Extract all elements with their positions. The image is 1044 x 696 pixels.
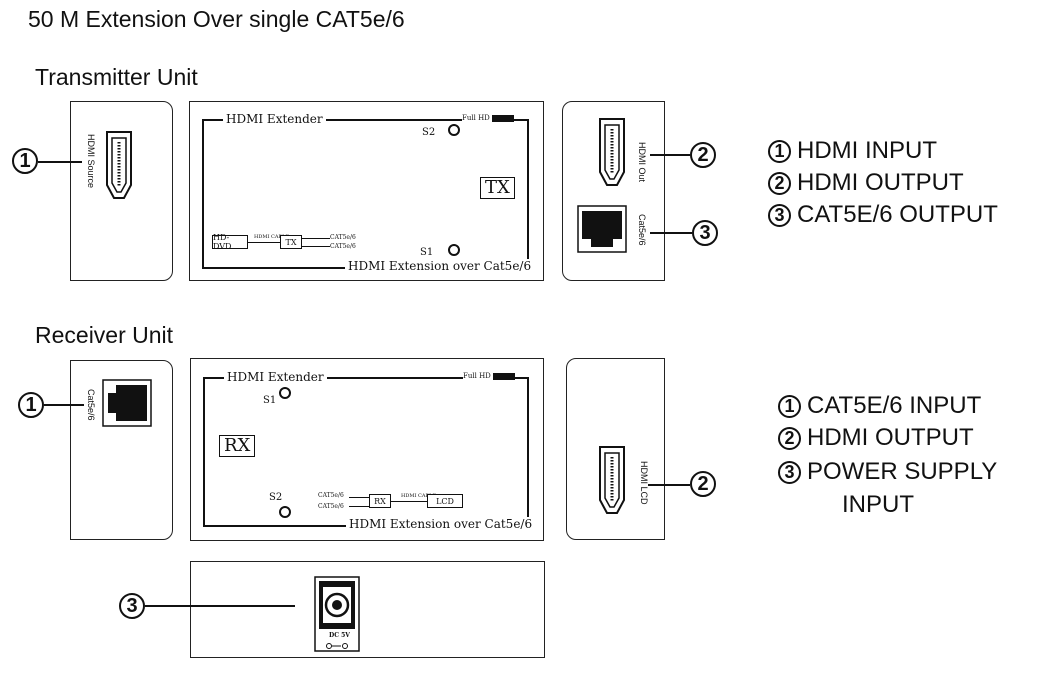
dc-power-jack-icon bbox=[314, 576, 360, 652]
hdmi-port-icon bbox=[599, 118, 625, 186]
rx-badge: RX bbox=[219, 435, 256, 457]
rx-left-panel: Cat5e/6 bbox=[70, 360, 173, 540]
tx-callout-2: 2 bbox=[690, 142, 716, 168]
rj45-port-icon bbox=[102, 379, 152, 427]
rx-callout-2: 2 bbox=[690, 471, 716, 497]
rx-callout-1: 1 bbox=[18, 392, 44, 418]
rx-callout-1-line bbox=[44, 404, 84, 406]
legend-number: 2 bbox=[768, 171, 791, 195]
tx-center-panel: HDMI Extender Full HD S2 TX S1 HD-DVD HD… bbox=[189, 101, 544, 281]
rx-left-port-label: Cat5e/6 bbox=[86, 389, 96, 421]
legend-number: 3 bbox=[778, 460, 801, 484]
tx-callout-2-line bbox=[650, 154, 690, 156]
tx-full-hd-text: Full HD bbox=[462, 114, 490, 122]
rx-s2-hole bbox=[279, 506, 291, 518]
diagram-title: 50 M Extension Over single CAT5e/6 bbox=[28, 6, 405, 32]
rx-legend-item: 1 CAT5E/6 INPUT bbox=[778, 392, 981, 420]
rx-right-panel: HDMI LCD bbox=[566, 358, 665, 540]
rx-legend-item: 2 HDMI OUTPUT bbox=[778, 424, 974, 452]
rx-flow-line-a bbox=[349, 497, 369, 498]
rx-callout-3-line bbox=[145, 605, 295, 607]
rx-flow-cable: HDMI CABLE bbox=[401, 493, 437, 499]
rx-legend-item: INPUT bbox=[842, 491, 914, 519]
hdmi-port-icon bbox=[599, 446, 625, 514]
rx-flow-in2: CAT5e/6 bbox=[318, 503, 344, 510]
rx-legend-item: 3 POWER SUPPLY bbox=[778, 458, 997, 486]
rx-callout-3: 3 bbox=[119, 593, 145, 619]
tx-callout-3: 3 bbox=[692, 220, 718, 246]
rx-power-panel: DC 5V bbox=[190, 561, 545, 658]
transmitter-heading: Transmitter Unit bbox=[35, 64, 198, 90]
tx-flow-out2: CAT5e/6 bbox=[330, 243, 356, 250]
tx-flow-line-c bbox=[302, 246, 330, 247]
tx-flow-line-b bbox=[302, 238, 330, 239]
rx-callout-2-line bbox=[648, 484, 690, 486]
rx-flow-line-b bbox=[349, 506, 369, 507]
tx-left-panel: HDMI Source bbox=[70, 101, 173, 281]
tx-badge: TX bbox=[480, 177, 515, 199]
rx-full-hd-label: Full HD bbox=[463, 372, 515, 380]
rx-top-label: HDMI Extender bbox=[224, 370, 327, 384]
rx-s1-label: S1 bbox=[263, 395, 277, 406]
tx-s2-hole bbox=[448, 124, 460, 136]
tx-callout-1-line bbox=[38, 161, 82, 163]
tx-full-hd-label: Full HD bbox=[462, 114, 514, 122]
tx-callout-3-line bbox=[650, 232, 692, 234]
tx-legend-item: 3 CAT5E/6 OUTPUT bbox=[768, 201, 998, 229]
legend-number: 3 bbox=[768, 203, 791, 227]
legend-text: HDMI INPUT bbox=[797, 137, 937, 164]
rx-flow-in1: CAT5e/6 bbox=[318, 492, 344, 499]
rx-flow-sink: LCD bbox=[427, 494, 463, 508]
tx-flow-line-a bbox=[248, 242, 280, 243]
rx-right-hdmi-label: HDMI LCD bbox=[639, 461, 649, 505]
rx-center-panel: HDMI Extender Full HD S1 RX S2 CAT5e/6 C… bbox=[190, 358, 544, 541]
tx-right-hdmi-label: HDMI Out bbox=[637, 142, 647, 183]
rj45-port-icon bbox=[577, 205, 627, 253]
tx-right-rj45-label: Cat5e/6 bbox=[637, 214, 647, 246]
rx-s1-hole bbox=[279, 387, 291, 399]
receiver-heading: Receiver Unit bbox=[35, 322, 174, 348]
tx-flow-out1: CAT5e/6 bbox=[330, 234, 356, 241]
tx-left-port-label: HDMI Source bbox=[86, 134, 96, 189]
hdmi-logo-icon bbox=[491, 114, 514, 122]
tx-flow-source: HD-DVD bbox=[212, 233, 248, 251]
tx-legend-item: 1 HDMI INPUT bbox=[768, 137, 937, 165]
tx-callout-1: 1 bbox=[12, 148, 38, 174]
legend-number: 1 bbox=[768, 139, 791, 163]
legend-text: POWER SUPPLY bbox=[807, 458, 998, 485]
rx-bottom-label: HDMI Extension over Cat5e/6 bbox=[346, 517, 536, 531]
tx-legend-item: 2 HDMI OUTPUT bbox=[768, 169, 964, 197]
legend-number: 1 bbox=[778, 394, 801, 418]
rx-full-hd-text: Full HD bbox=[463, 372, 491, 380]
tx-top-label: HDMI Extender bbox=[223, 112, 326, 126]
hdmi-port-icon bbox=[106, 131, 132, 199]
tx-flow-cable: HDMI CABLE bbox=[254, 234, 290, 240]
legend-number: 2 bbox=[778, 426, 801, 450]
tx-right-panel: HDMI Out Cat5e/6 bbox=[562, 101, 665, 281]
tx-s1-label: S1 bbox=[420, 247, 434, 258]
legend-text: HDMI OUTPUT bbox=[807, 424, 974, 451]
legend-text: CAT5E/6 OUTPUT bbox=[797, 201, 998, 228]
rx-flow-line-c bbox=[391, 501, 427, 502]
tx-flow-unit: TX bbox=[280, 235, 302, 249]
tx-s2-label: S2 bbox=[422, 127, 436, 138]
rx-flow-unit: RX bbox=[369, 494, 391, 508]
rx-power-label: DC 5V bbox=[329, 632, 350, 639]
legend-text: HDMI OUTPUT bbox=[797, 169, 964, 196]
tx-s1-hole bbox=[448, 244, 460, 256]
tx-bottom-label: HDMI Extension over Cat5e/6 bbox=[345, 259, 535, 273]
legend-text: CAT5E/6 INPUT bbox=[807, 392, 982, 419]
legend-text: INPUT bbox=[842, 491, 914, 518]
hdmi-logo-icon bbox=[492, 372, 515, 380]
rx-s2-label: S2 bbox=[269, 492, 283, 503]
